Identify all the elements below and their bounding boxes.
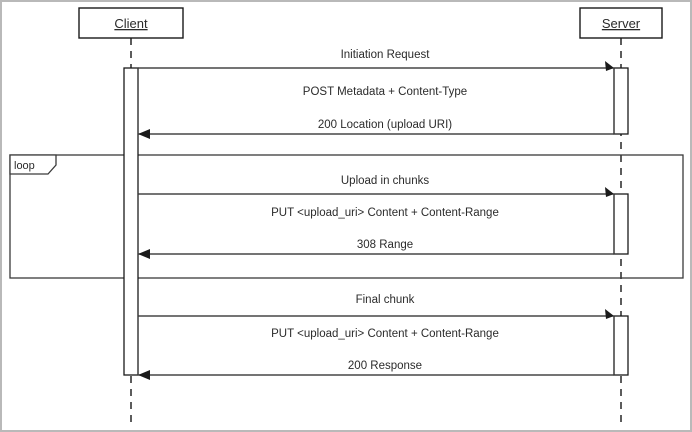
fragment-loop-frame xyxy=(9,154,684,279)
actor-server-box xyxy=(579,7,663,39)
message-response-final-label: 200 Response xyxy=(348,360,422,372)
activation-client xyxy=(123,67,139,376)
message-response-final[interactable]: 200 Response xyxy=(138,360,614,380)
arrowhead-response-initiation xyxy=(138,129,150,139)
activation-server-final xyxy=(613,315,629,376)
activation-server-initiation xyxy=(613,67,629,135)
arrowhead-response-chunks xyxy=(138,249,150,259)
message-request-final[interactable]: PUT <upload_uri> Content + Content-Range xyxy=(138,309,614,340)
activation-server-chunks xyxy=(613,193,629,255)
actor-client[interactable]: Client xyxy=(78,7,184,39)
message-response-chunks-label: 308 Range xyxy=(357,239,413,251)
arrowhead-request-final xyxy=(605,309,614,319)
arrowhead-request-chunks xyxy=(605,187,614,197)
fragment-loop-label: loop xyxy=(14,160,35,172)
actor-client-label: Client xyxy=(114,16,148,31)
message-group-initiation: Initiation Request POST Metadata + Conte… xyxy=(137,49,615,139)
group-caption-initiation: Initiation Request xyxy=(341,49,431,61)
message-group-chunks: Upload in chunks PUT <upload_uri> Conten… xyxy=(137,175,615,259)
actor-client-box xyxy=(78,7,184,39)
message-request-initiation[interactable]: POST Metadata + Content-Type xyxy=(138,61,614,98)
actor-server[interactable]: Server xyxy=(579,7,663,39)
arrowhead-request-initiation xyxy=(605,61,614,71)
message-request-final-label: PUT <upload_uri> Content + Content-Range xyxy=(271,328,499,340)
fragment-loop[interactable]: loop xyxy=(9,154,684,279)
message-response-chunks[interactable]: 308 Range xyxy=(138,239,614,259)
arrowhead-response-final xyxy=(138,370,150,380)
message-request-chunks[interactable]: PUT <upload_uri> Content + Content-Range xyxy=(138,187,614,219)
message-response-initiation[interactable]: 200 Location (upload URI) xyxy=(138,119,614,139)
message-request-chunks-label: PUT <upload_uri> Content + Content-Range xyxy=(271,207,499,219)
message-request-initiation-label: POST Metadata + Content-Type xyxy=(303,86,467,98)
fragment-loop-tab xyxy=(9,154,57,175)
message-group-final: Final chunk PUT <upload_uri> Content + C… xyxy=(137,294,615,380)
group-caption-final: Final chunk xyxy=(356,294,415,306)
message-response-initiation-label: 200 Location (upload URI) xyxy=(318,119,452,131)
actor-server-label: Server xyxy=(602,16,641,31)
group-caption-chunks: Upload in chunks xyxy=(341,175,429,187)
